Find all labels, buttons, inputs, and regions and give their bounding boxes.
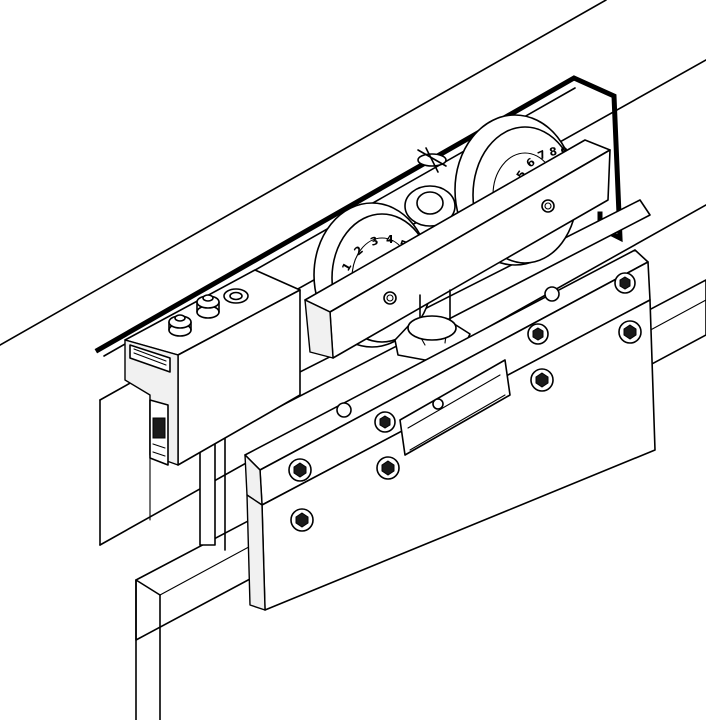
wing-screw (404, 147, 456, 227)
left-wheel-scale-4: 4 (386, 233, 394, 246)
wheel-carrier (304, 139, 611, 359)
plate-screws (288, 272, 642, 532)
mounting-plate (244, 249, 656, 611)
adjustment-pins (168, 288, 249, 337)
right-wheel-scale-8: 8 (548, 145, 558, 159)
left-wheel-scale-3: 3 (369, 234, 381, 249)
end-cap (124, 269, 301, 466)
